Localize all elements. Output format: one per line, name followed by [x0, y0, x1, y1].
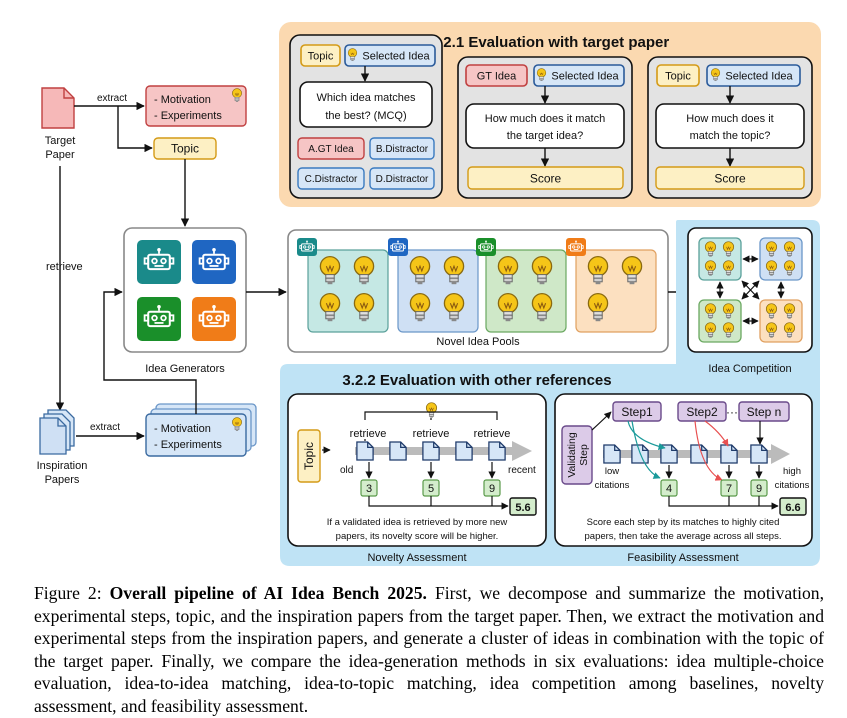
idea-match-question: How much does it match — [485, 113, 605, 125]
validating-step-label-l2: Step — [578, 444, 590, 466]
idea-match-box: GT Idea Selected Idea How much does it m… — [457, 56, 633, 199]
robot-teal — [137, 240, 181, 284]
feas-score-2: 7 — [726, 483, 732, 495]
idea-match-question-l2: the target idea? — [507, 130, 583, 142]
topic-label: Topic — [171, 142, 199, 156]
idea-match-score: Score — [530, 172, 562, 186]
caption-bold: Overall pipeline of AI Idea Bench 2025. — [109, 583, 427, 603]
feas-score-1: 4 — [666, 483, 672, 495]
novelty-score-1: 3 — [366, 483, 372, 495]
feas-note: Score each step by its matches to highly… — [587, 517, 780, 528]
mcq-question-l2: the best? (MCQ) — [325, 110, 406, 122]
novelty-result: 5.6 — [515, 502, 530, 514]
topic-match-question: How much does it — [686, 113, 773, 125]
novelty-topic: Topic — [302, 442, 316, 470]
mcq-option-b: B.Distractor — [376, 144, 429, 155]
step-2: Step2 — [686, 405, 718, 419]
extract-bottom-label: extract — [90, 422, 120, 433]
low-citations: low — [605, 466, 619, 477]
idea-competition: Idea Competition — [687, 227, 813, 375]
idea-match-selected-idea: Selected Idea — [551, 71, 619, 83]
novelty-old: old — [340, 465, 353, 476]
doc-icon — [750, 444, 768, 464]
novelty-note-l2: papers, its novelty score will be higher… — [336, 531, 499, 542]
topic-match-question-l2: match the topic? — [690, 130, 771, 142]
high-citations: high — [783, 466, 801, 477]
mcq-option-c: C.Distractor — [305, 174, 358, 185]
doc-icon — [720, 444, 738, 464]
low-citations-l2: citations — [595, 480, 630, 491]
step-1: Step1 — [621, 405, 653, 419]
high-citations-l2: citations — [775, 480, 810, 491]
mcq-selected-idea: Selected Idea — [362, 51, 430, 63]
caption-text: First, we decompose and summarize the mo… — [34, 583, 824, 716]
mcq-topic: Topic — [308, 51, 334, 63]
topic-match-selected-idea: Selected Idea — [725, 71, 793, 83]
robot-orange — [192, 297, 236, 341]
retrieve-label: retrieve — [46, 261, 83, 273]
insp-motivation: - Motivation — [154, 423, 211, 435]
novelty-retrieve-2: retrieve — [413, 428, 450, 440]
mcq-box: Topic Selected Idea Which idea matches t… — [289, 34, 443, 199]
inspiration-papers-label-l2: Papers — [45, 474, 80, 486]
mcq-question: Which idea matches — [316, 92, 416, 104]
doc-icon — [488, 441, 506, 461]
feas-result: 6.6 — [785, 502, 800, 514]
novelty-retrieve-1: retrieve — [350, 428, 387, 440]
gt-idea-label: GT Idea — [477, 71, 517, 83]
novelty-retrieve-3: retrieve — [474, 428, 511, 440]
doc-icon — [422, 441, 440, 461]
novelty-note: If a validated idea is retrieved by more… — [327, 517, 508, 528]
feasibility-assessment: Validating Step Step1 Step2 ··· Step n l… — [554, 393, 813, 564]
step-ellipsis: ··· — [726, 405, 738, 419]
topic-match-topic: Topic — [665, 71, 691, 83]
topic-match-box: Topic Selected Idea How much does it mat… — [647, 56, 813, 199]
novelty-assessment: Topic retrieve retrieve retrieve old rec… — [287, 393, 547, 564]
left-column: Target Paper extract - Motivation - Expe… — [37, 85, 287, 486]
eval-target-panel: 3.2.1 Evaluation with target paper Topic… — [279, 22, 821, 207]
mcq-option-a: A.GT Idea — [308, 144, 354, 155]
doc-icon — [389, 441, 407, 461]
inspiration-papers-icon — [39, 409, 75, 455]
competition-label: Idea Competition — [708, 363, 791, 375]
target-paper-label-l2: Paper — [45, 149, 75, 161]
target-paper-icon — [41, 87, 75, 129]
target-paper-label: Target — [45, 135, 76, 147]
doc-icon — [603, 444, 621, 464]
novelty-recent: recent — [508, 465, 536, 476]
doc-icon — [455, 441, 473, 461]
novelty-score-3: 9 — [489, 483, 495, 495]
insp-experiments: - Experiments — [154, 439, 222, 451]
novel-idea-pools: Novel Idea Pools — [287, 229, 687, 353]
novelty-label: Novelty Assessment — [367, 552, 466, 564]
eval-target-title: 3.2.1 Evaluation with target paper — [431, 34, 670, 51]
caption-prefix: Figure 2: — [34, 583, 110, 603]
target-experiments: - Experiments — [154, 110, 222, 122]
robot-blue — [192, 240, 236, 284]
validating-step-label: Validating — [566, 432, 578, 477]
step-n: Step n — [747, 405, 782, 419]
topic-match-score: Score — [714, 172, 746, 186]
pools-label: Novel Idea Pools — [436, 336, 520, 348]
target-motiv-box — [145, 85, 247, 127]
eval-refs-title: 3.2.2 Evaluation with other references — [342, 372, 611, 389]
robot-green — [137, 297, 181, 341]
inspiration-papers-label: Inspiration — [37, 460, 88, 472]
figure-caption: Figure 2: Overall pipeline of AI Idea Be… — [34, 582, 824, 718]
pipeline-diagram: 3.2.1 Evaluation with target paper Topic… — [37, 22, 821, 566]
doc-icon — [356, 441, 374, 461]
feas-score-3: 9 — [756, 483, 762, 495]
novelty-score-2: 5 — [428, 483, 434, 495]
feas-note-l2: papers, then take the average across all… — [585, 531, 782, 542]
extract-top-label: extract — [97, 93, 127, 104]
feas-label: Feasibility Assessment — [627, 552, 738, 564]
target-motivation: - Motivation — [154, 94, 211, 106]
idea-generators-label: Idea Generators — [145, 363, 225, 375]
mcq-option-d: D.Distractor — [376, 174, 429, 185]
